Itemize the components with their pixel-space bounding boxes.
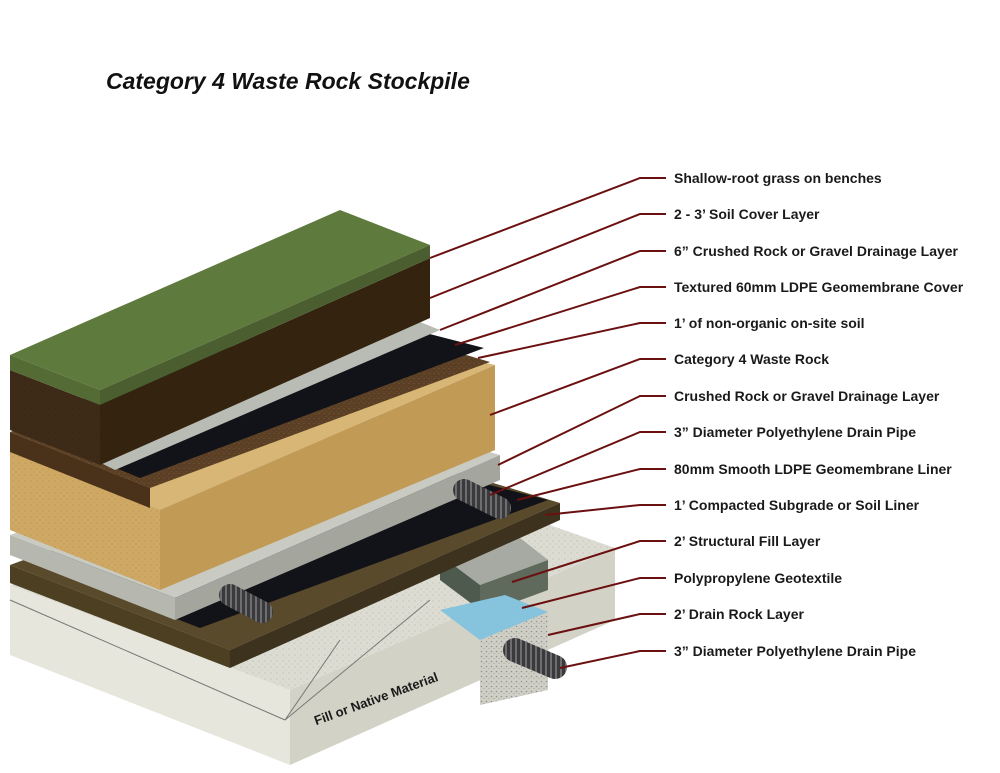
label-geotextile: Polypropylene Geotextile — [674, 570, 843, 586]
leader-line — [454, 286, 666, 346]
label-subgrade: 1’ Compacted Subgrade or Soil Liner — [674, 497, 920, 513]
label-crushed-drainage-top: 6” Crushed Rock or Gravel Drainage Layer — [674, 243, 958, 259]
leader-line — [559, 650, 666, 669]
soil-cover-layer — [10, 258, 430, 465]
drain-pipe-upper-left — [219, 584, 273, 623]
label-geomembrane-liner: 80mm Smooth LDPE Geomembrane Liner — [674, 461, 952, 477]
label-soil-cover: 2 - 3’ Soil Cover Layer — [674, 206, 820, 222]
grass-layer — [10, 210, 430, 405]
label-drain-pipe-lower: 3” Diameter Polyethylene Drain Pipe — [674, 643, 916, 659]
leader-line — [516, 468, 666, 501]
leader-line — [544, 504, 666, 516]
leader-line — [547, 613, 666, 636]
leader-line — [429, 177, 666, 259]
label-structural-fill: 2’ Structural Fill Layer — [674, 533, 821, 549]
label-grass: Shallow-root grass on benches — [674, 170, 882, 186]
leader-lines — [429, 177, 666, 669]
drain-pipe-upper-right — [453, 479, 511, 519]
label-crushed-drainage: Crushed Rock or Gravel Drainage Layer — [674, 388, 940, 404]
label-geomembrane-cover: Textured 60mm LDPE Geomembrane Cover — [674, 279, 964, 295]
drain-pipe-lower — [503, 638, 567, 679]
top-drainage-layer — [95, 322, 440, 470]
diagram-title: Category 4 Waste Rock Stockpile — [106, 68, 470, 94]
leader-line — [477, 322, 666, 359]
leader-line — [429, 213, 666, 299]
leader-line — [497, 395, 666, 466]
leader-line — [439, 250, 666, 331]
leader-line — [489, 358, 666, 416]
label-drain-rock: 2’ Drain Rock Layer — [674, 606, 804, 622]
leader-line — [489, 431, 666, 496]
label-onsite-soil: 1’ of non-organic on-site soil — [674, 315, 865, 331]
label-waste-rock: Category 4 Waste Rock — [674, 351, 830, 367]
label-drain-pipe-upper: 3” Diameter Polyethylene Drain Pipe — [674, 424, 916, 440]
leader-line — [511, 540, 666, 583]
leader-line — [521, 577, 666, 609]
